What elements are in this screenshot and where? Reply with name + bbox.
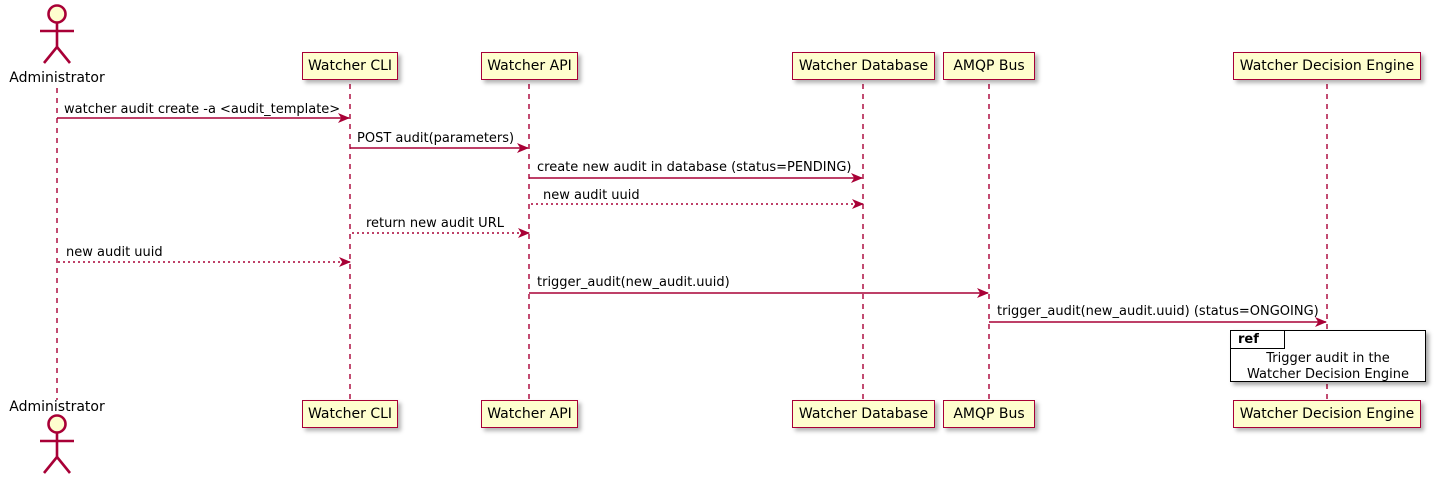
participant-amqp-bus-bottom[interactable]: AMQP Bus	[943, 400, 1035, 428]
message-label-8: trigger_audit(new_audit.uuid) (status=ON…	[997, 304, 1319, 319]
participant-amqp-bus-top[interactable]: AMQP Bus	[943, 52, 1035, 80]
lifelines	[56, 84, 1328, 400]
ref-fragment-body: Trigger audit in the Watcher Decision En…	[1231, 351, 1425, 383]
participant-watcher-decision-engine-bottom[interactable]: Watcher Decision Engine	[1233, 400, 1421, 428]
participant-label: AMQP Bus	[953, 406, 1025, 422]
message-label-6: new audit uuid	[66, 245, 163, 260]
participant-label: AMQP Bus	[953, 58, 1025, 74]
actor-administrator-top-icon	[40, 4, 74, 64]
ref-fragment-line-1: Trigger audit in the	[1266, 351, 1390, 366]
participant-watcher-decision-engine-top[interactable]: Watcher Decision Engine	[1233, 52, 1421, 80]
message-label-3: create new audit in database (status=PEN…	[537, 160, 852, 175]
participant-label: Watcher API	[487, 58, 572, 74]
participant-label: Watcher Database	[798, 406, 929, 422]
message-label-2: POST audit(parameters)	[357, 131, 515, 146]
participant-label: Watcher Decision Engine	[1239, 58, 1415, 74]
message-label-1: watcher audit create -a <audit_template>	[64, 102, 341, 117]
participant-watcher-database-bottom[interactable]: Watcher Database	[792, 400, 935, 428]
ref-fragment-keyword: ref	[1231, 331, 1285, 349]
participant-watcher-cli-bottom[interactable]: Watcher CLI	[302, 400, 398, 428]
ref-fragment-line-2: Watcher Decision Engine	[1247, 367, 1409, 382]
actor-label-administrator-bottom: Administrator	[9, 399, 105, 415]
participant-label: Watcher API	[487, 406, 572, 422]
message-label-5: return new audit URL	[366, 216, 504, 231]
participant-label: Watcher Database	[798, 58, 929, 74]
participant-label: Watcher Decision Engine	[1239, 406, 1415, 422]
ref-fragment[interactable]: ref Trigger audit in the Watcher Decisio…	[1230, 330, 1426, 382]
participant-watcher-api-top[interactable]: Watcher API	[481, 52, 578, 80]
participant-label: Watcher CLI	[307, 406, 393, 422]
actor-administrator-bottom-icon	[40, 414, 74, 474]
message-label-7: trigger_audit(new_audit.uuid)	[537, 275, 730, 290]
participant-watcher-api-bottom[interactable]: Watcher API	[481, 400, 578, 428]
participant-watcher-database-top[interactable]: Watcher Database	[792, 52, 935, 80]
participant-label: Watcher CLI	[307, 58, 393, 74]
participant-watcher-cli-top[interactable]: Watcher CLI	[302, 52, 398, 80]
message-label-4: new audit uuid	[543, 188, 640, 203]
actor-label-administrator-top: Administrator	[9, 70, 105, 86]
